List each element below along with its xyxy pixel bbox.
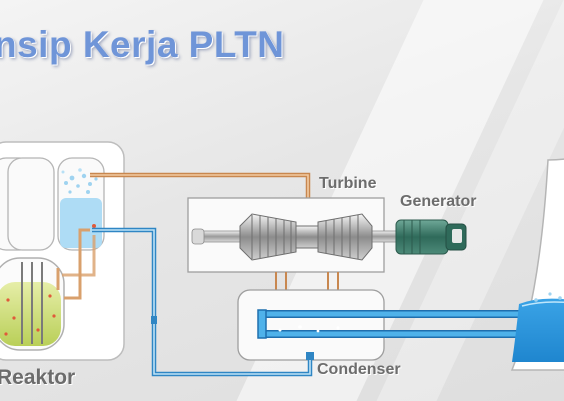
cooling-water-loop [257, 309, 544, 339]
generator-label: Generator [400, 193, 477, 210]
turbine-rotor [239, 213, 373, 261]
reactor-label: Reaktor [0, 366, 76, 389]
slide-title: nsip Kerja PLTN [0, 24, 285, 65]
generator [395, 219, 467, 255]
turbine-label: Turbine [319, 175, 377, 192]
cooling-tower [510, 158, 564, 371]
reactor-vessel [0, 257, 65, 351]
reactor-building [0, 141, 125, 361]
condenser-label: Condenser [317, 361, 401, 378]
primary-loop-pipe [56, 228, 90, 300]
